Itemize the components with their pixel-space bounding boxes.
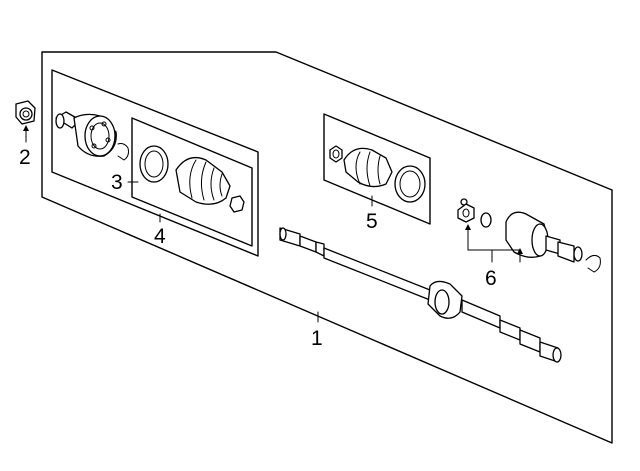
nut-part (15, 100, 36, 125)
inner-boot-kit (329, 145, 426, 203)
callout-3: 3 (111, 171, 123, 194)
kit-box-5 (323, 113, 431, 225)
callout-6: 6 (485, 267, 497, 290)
kit-box-4 (51, 69, 259, 257)
callout-4: 4 (154, 225, 166, 248)
assembly-outline (41, 51, 613, 444)
axle-shaft (279, 227, 562, 363)
outer-cv-joint (55, 111, 129, 161)
inner-cv-joint (457, 198, 601, 273)
arrow-2 (23, 125, 29, 131)
cv-boot (139, 145, 245, 213)
callout-1: 1 (311, 327, 323, 350)
callout-2: 2 (19, 146, 31, 169)
kit-box-3 (131, 117, 253, 247)
leader-6 (465, 224, 523, 263)
callout-5: 5 (366, 210, 378, 233)
